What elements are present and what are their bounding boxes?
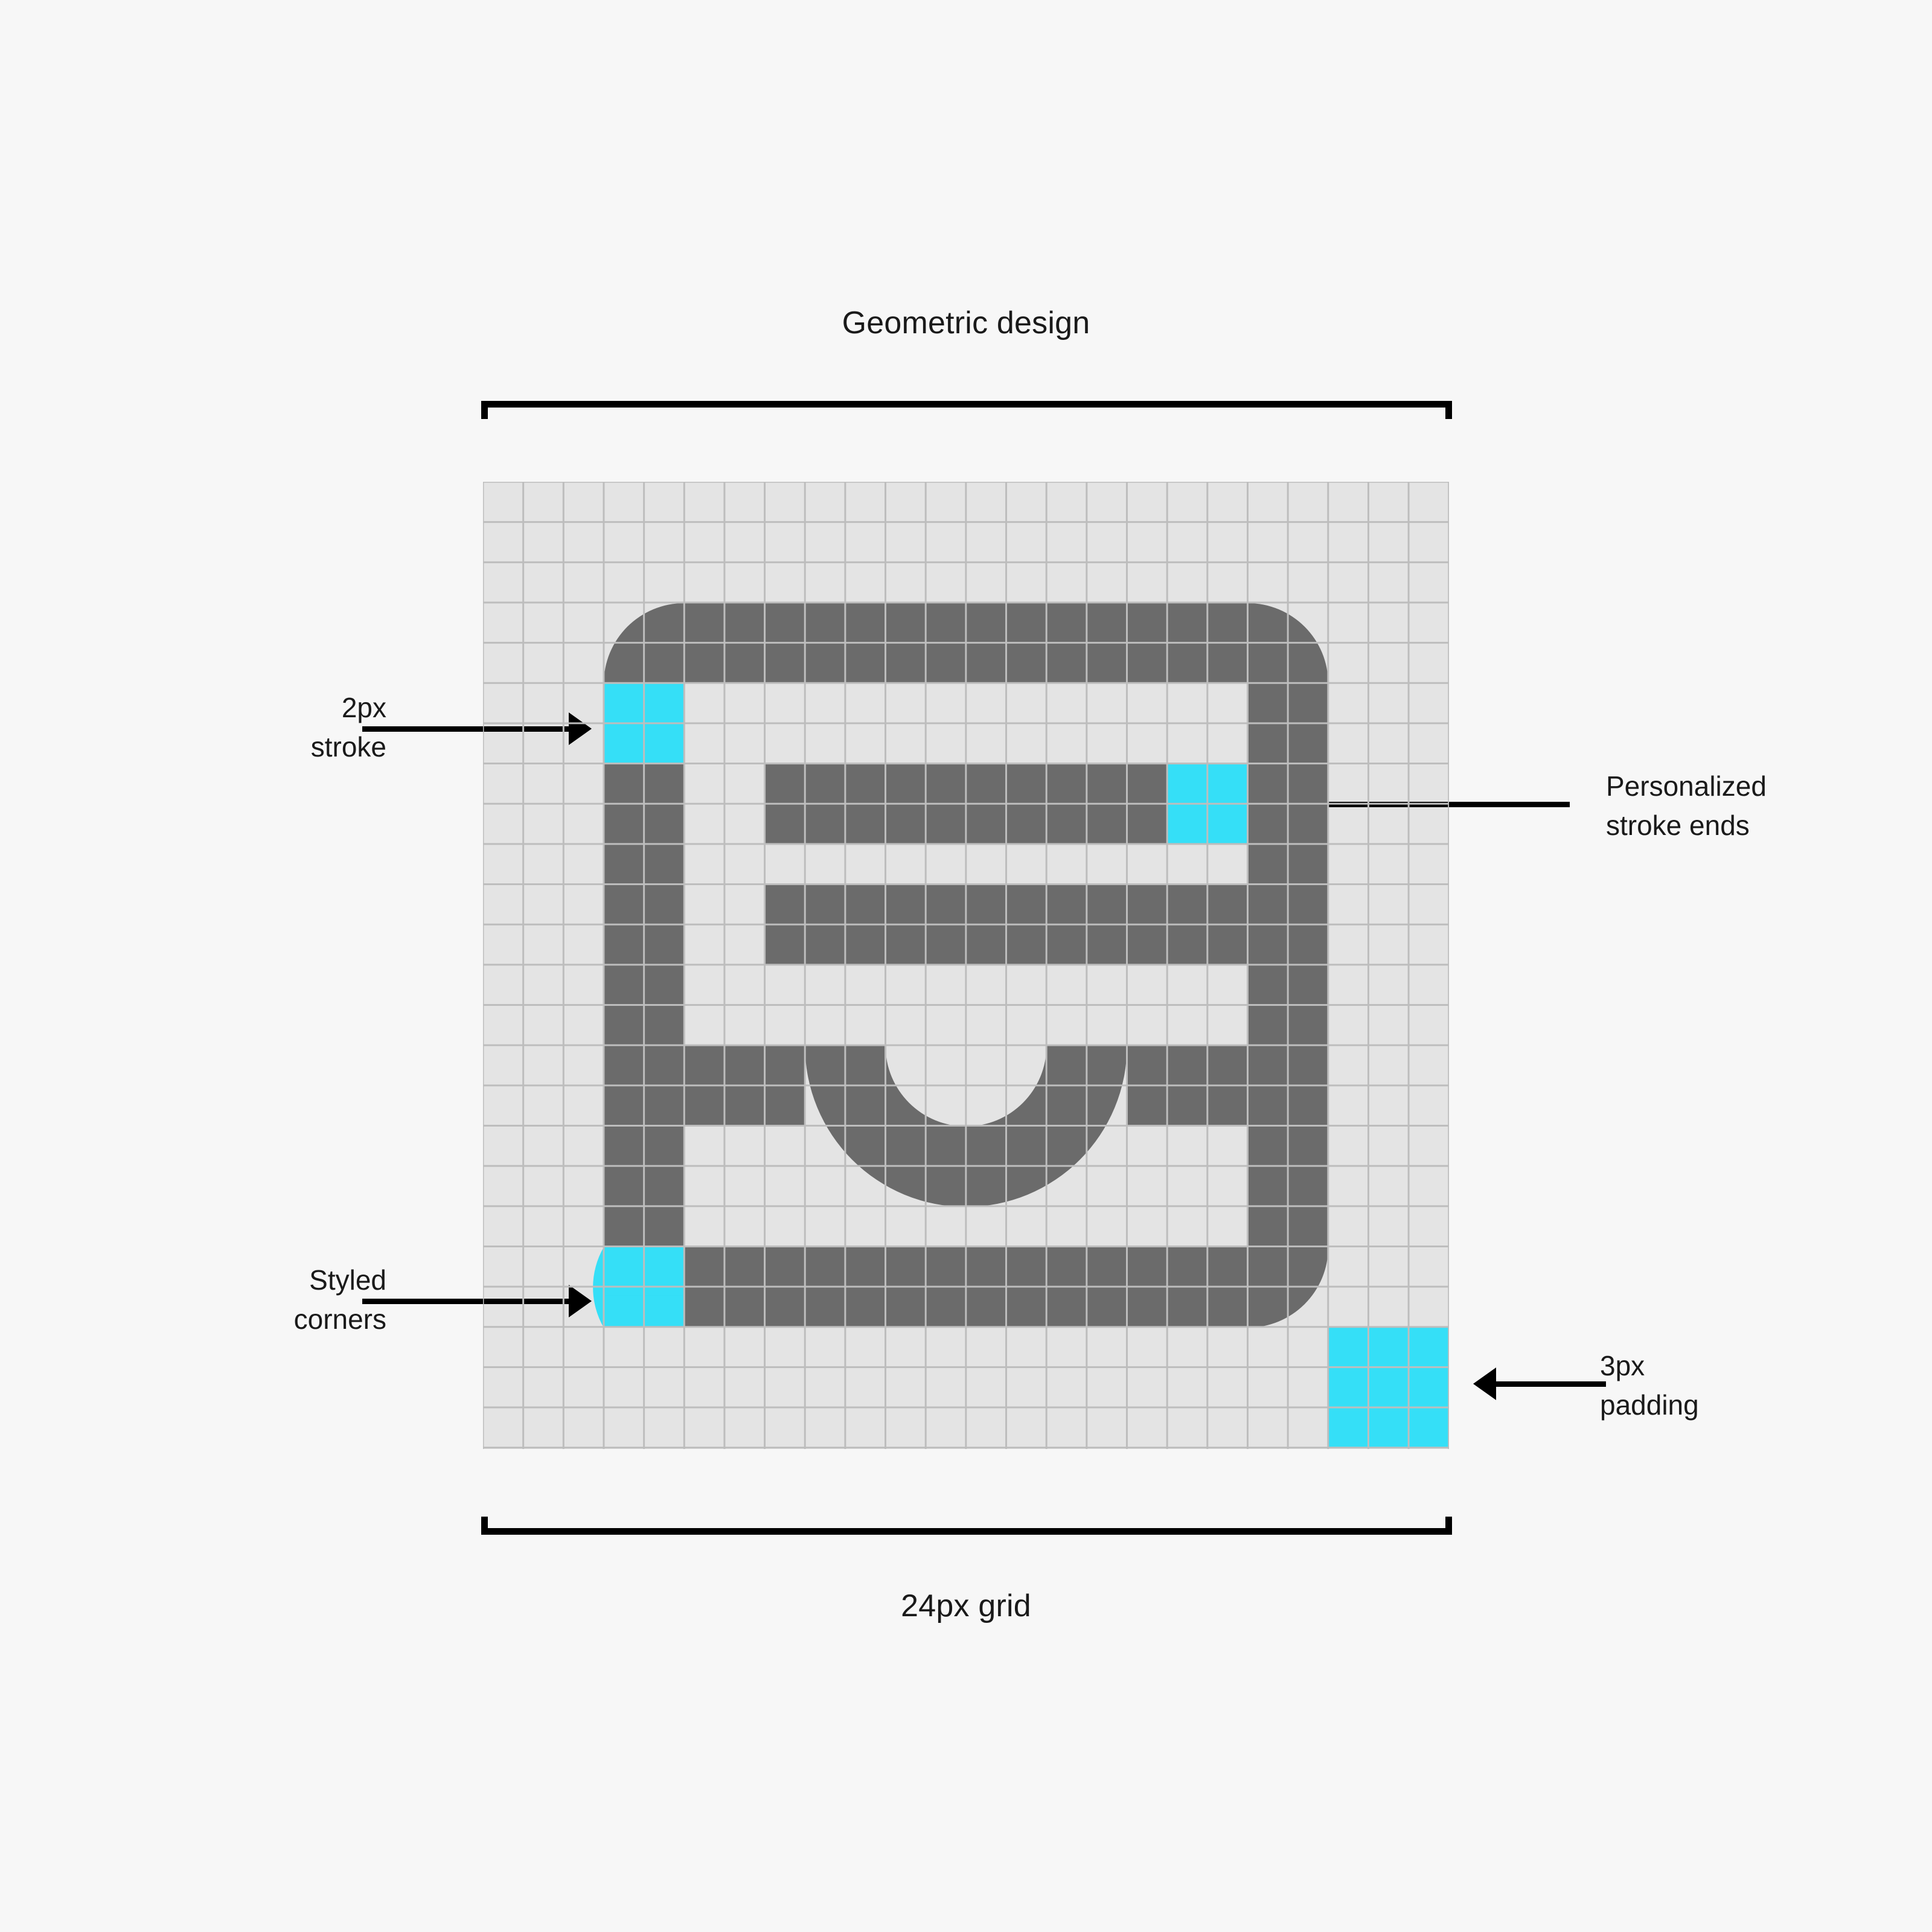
annotation-arrow-padding xyxy=(1473,1367,1606,1400)
bracket-tick-left xyxy=(481,1517,488,1535)
arrow-shaft xyxy=(362,1298,574,1304)
highlight-stroke-end-left xyxy=(604,683,685,764)
annotation-label-padding: 3px padding xyxy=(1600,1350,1699,1421)
highlight-stroke-end-right xyxy=(1167,764,1248,845)
annotation-label-styled-corners: Styled corners xyxy=(293,1264,386,1335)
icon-artwork xyxy=(483,482,1449,1449)
arrow-shaft xyxy=(362,726,574,732)
highlight-corner-bottom-left-upper xyxy=(604,1247,685,1296)
page-title-top: Geometric design xyxy=(842,305,1090,341)
measurement-bracket-bottom xyxy=(481,1512,1452,1537)
bracket-tick-left xyxy=(481,401,488,419)
highlight-padding-block xyxy=(1328,1328,1449,1448)
page-title-bottom: 24px grid xyxy=(901,1588,1031,1623)
arrow-shaft xyxy=(1491,1381,1606,1387)
measurement-bracket-top xyxy=(481,401,1452,425)
arrow-head-icon xyxy=(1473,1367,1496,1400)
bracket-tick-right xyxy=(1445,401,1452,419)
annotation-label-stroke: 2px stroke xyxy=(310,692,386,763)
icon-grid-canvas xyxy=(483,482,1449,1449)
annotation-label-stroke-ends: Personalized stroke ends xyxy=(1606,770,1767,842)
bracket-bar xyxy=(481,401,1452,408)
bracket-tick-right xyxy=(1445,1517,1452,1535)
bracket-bar xyxy=(481,1528,1452,1535)
